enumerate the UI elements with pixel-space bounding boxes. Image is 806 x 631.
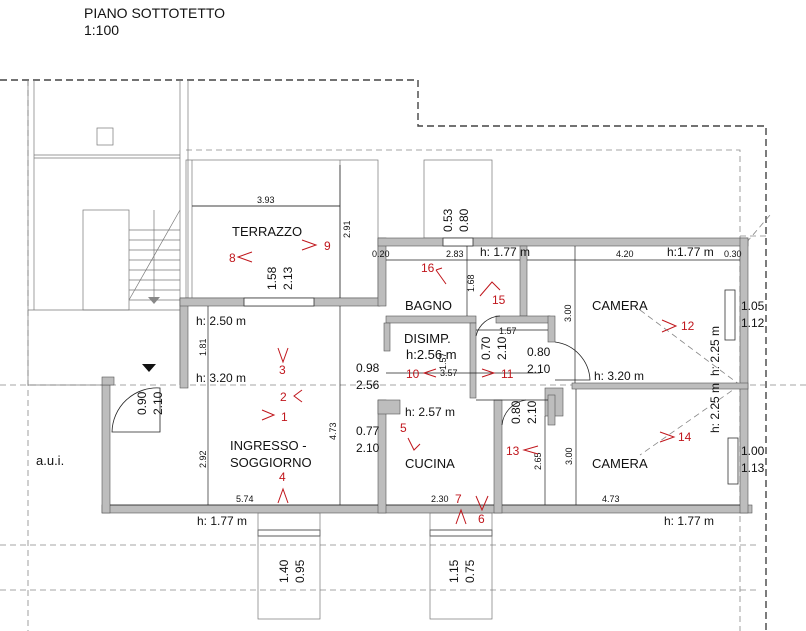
dim-value: 0.30 xyxy=(724,249,742,259)
dim-value: 2.10 xyxy=(527,362,551,376)
marker-number: 11 xyxy=(501,367,514,381)
dim-value: 0.75 xyxy=(463,559,477,583)
windows xyxy=(243,237,739,620)
room-labels: TERRAZZO BAGNO CAMERA DISIMP. h:2.56 m I… xyxy=(36,224,648,471)
marker-number: 15 xyxy=(492,293,506,307)
photo-markers: 8 9 16 15 12 3 2 1 10 11 5 13 14 4 7 6 xyxy=(229,239,695,526)
dim-value: 1.58 xyxy=(265,266,279,290)
dim-value: 1.81 xyxy=(198,338,208,356)
dim-value: 1.05 xyxy=(741,299,765,313)
marker-number: 5 xyxy=(400,421,407,435)
dim-value: 0.20 xyxy=(372,249,390,259)
stair-block xyxy=(27,80,189,386)
marker-number: 4 xyxy=(279,470,286,484)
dim-value: 2.83 xyxy=(446,249,464,259)
dim-value: 2.30 xyxy=(431,494,449,504)
dim-value: 1.40 xyxy=(277,559,291,583)
dim-value: 0.53 xyxy=(441,208,455,232)
dim-value: 0.80 xyxy=(527,345,551,359)
room-camera-bottom: CAMERA xyxy=(592,456,648,471)
height-label: h: 3.20 m xyxy=(594,369,644,383)
entrance-arrow-icon xyxy=(142,364,156,372)
dim-value: 2.10 xyxy=(525,400,539,424)
marker-number: 7 xyxy=(455,492,462,506)
marker-number: 14 xyxy=(678,430,692,444)
dim-value: 4.73 xyxy=(602,494,620,504)
dim-value: 4.20 xyxy=(616,249,634,259)
dim-value: 2.91 xyxy=(342,220,352,238)
marker-number: 16 xyxy=(421,261,435,275)
marker-number: 6 xyxy=(478,512,485,526)
dim-value: 0.80 xyxy=(509,400,523,424)
height-label: h: 2.50 m xyxy=(196,314,246,328)
height-label: h: 2.57 m xyxy=(405,405,455,419)
dim-value: 0.70 xyxy=(479,336,493,360)
dim-value: 0.95 xyxy=(293,559,307,583)
plan-title: PIANO SOTTOTETTO xyxy=(84,5,225,21)
dim-value: 2.13 xyxy=(281,266,295,290)
dim-value: 0.90 xyxy=(135,391,149,415)
dim-value: 1.12 xyxy=(741,316,765,330)
room-cucina: CUCINA xyxy=(405,456,455,471)
marker-number: 12 xyxy=(681,319,695,333)
dim-value: 1.57 xyxy=(499,326,517,336)
room-disimpegno-height: h:2.56 m xyxy=(406,347,457,362)
dimension-values: 3.93 2.91 0.53 0.80 2.83 0.20 4.20 0.30 … xyxy=(135,195,765,583)
roof-boundary xyxy=(0,79,806,631)
stair-arrow-icon xyxy=(148,297,160,304)
height-labels: h: 2.50 m h: 3.20 m h: 1.77 m h:1.77 m h… xyxy=(196,245,722,528)
marker-number: 1 xyxy=(281,410,288,424)
height-label: h: 3.20 m xyxy=(196,371,246,385)
dim-value: 0.80 xyxy=(457,208,471,232)
dim-value: 3.00 xyxy=(564,447,574,465)
plan-scale: 1:100 xyxy=(84,22,119,38)
dim-value: 3.57 xyxy=(440,368,458,378)
dimension-lines xyxy=(110,165,740,506)
dim-value: 1.15 xyxy=(447,559,461,583)
marker-number: 9 xyxy=(324,239,331,253)
dim-value: 1.57 xyxy=(438,352,448,370)
room-ingresso-line2: SOGGIORNO xyxy=(230,455,312,470)
marker-number: 10 xyxy=(406,367,420,381)
dim-value: 3.93 xyxy=(257,195,275,205)
room-terrazzo: TERRAZZO xyxy=(232,224,302,239)
height-label: h: 2.25 m xyxy=(708,326,722,376)
height-label: h: 1.77 m xyxy=(197,514,247,528)
marker-number: 8 xyxy=(229,251,236,265)
dim-value: 0.98 xyxy=(356,361,380,375)
dim-value: 5.74 xyxy=(236,494,254,504)
dim-value: 2.92 xyxy=(198,450,208,468)
dim-value: 2.10 xyxy=(356,441,380,455)
marker-number: 2 xyxy=(280,390,287,404)
dim-value: 2.10 xyxy=(151,391,165,415)
dim-value: 1.68 xyxy=(466,274,476,292)
height-label: h: 1.77 m xyxy=(480,245,530,259)
dim-value: 3.00 xyxy=(563,304,573,322)
height-label: h: 1.77 m xyxy=(664,514,714,528)
dim-value: 4.73 xyxy=(328,422,338,440)
doors xyxy=(111,315,591,433)
height-label: h:1.77 m xyxy=(667,245,714,259)
dim-value: 2.65 xyxy=(533,452,543,470)
room-ingresso-line1: INGRESSO - xyxy=(230,438,307,453)
dim-value: 0.77 xyxy=(356,424,380,438)
dim-value: 2.10 xyxy=(495,336,509,360)
room-bagno: BAGNO xyxy=(405,298,452,313)
dim-value: 1.00 xyxy=(741,444,765,458)
room-disimpegno: DISIMP. xyxy=(404,331,451,346)
dim-value: 2.56 xyxy=(356,378,380,392)
height-label: h: 2.25 m xyxy=(708,383,722,433)
dim-value: 1.13 xyxy=(741,461,765,475)
room-camera-top: CAMERA xyxy=(592,298,648,313)
marker-number: 13 xyxy=(506,444,520,458)
room-aui: a.u.i. xyxy=(36,453,64,468)
marker-number: 3 xyxy=(279,363,286,377)
